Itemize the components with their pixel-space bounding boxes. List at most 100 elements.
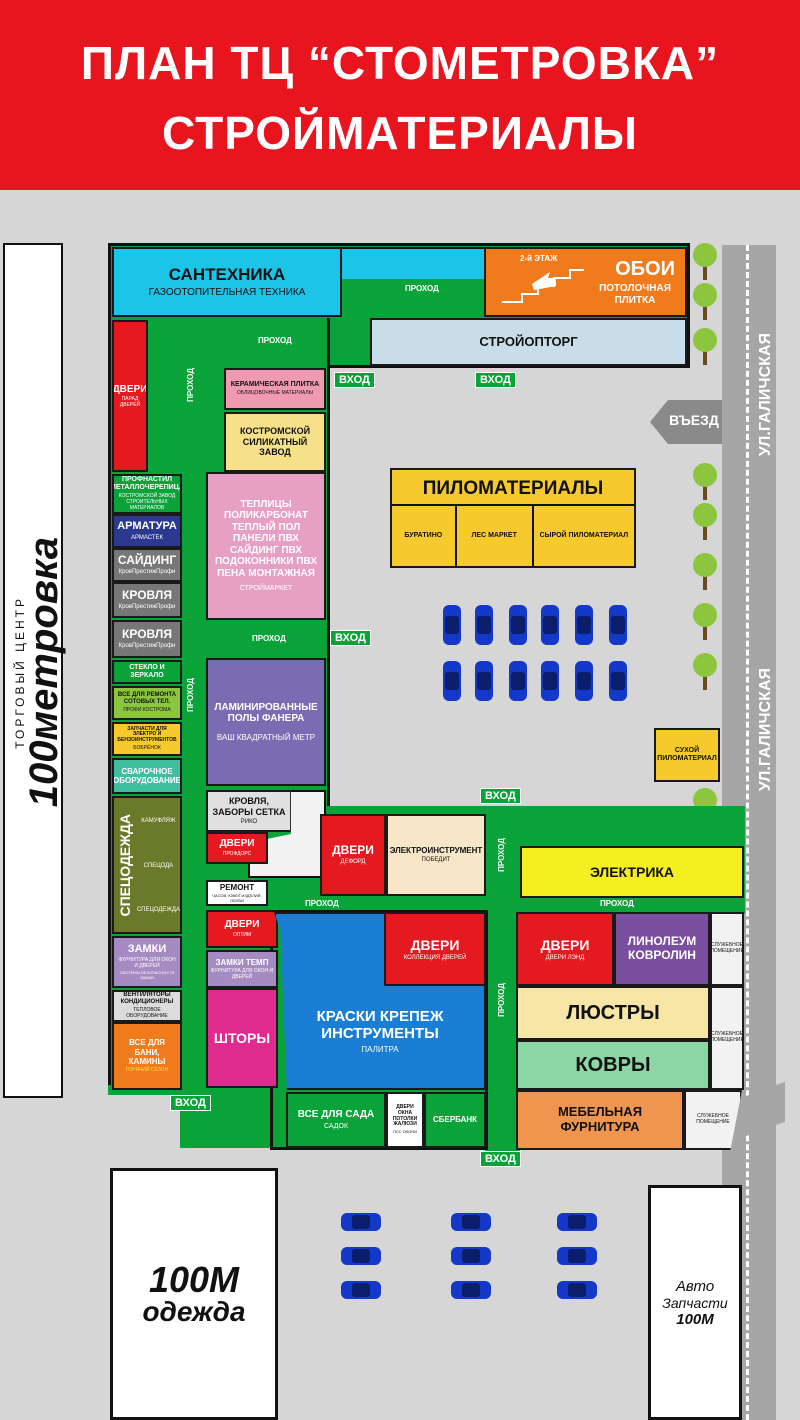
shop-shtory[interactable]: ШТОРЫ <box>206 988 278 1088</box>
street-label-lower: УЛ.ГАЛИЧСКАЯ <box>757 668 774 792</box>
stairs-note: 2-й ЭТАЖ <box>520 254 558 263</box>
avto-l1: Авто <box>675 1277 715 1295</box>
car-icon <box>608 660 628 707</box>
avto-l2: Запчасти <box>662 1294 728 1311</box>
shop-suhoy[interactable]: СУХОЙ ПИЛОМАТЕРИАЛ <box>654 728 720 782</box>
lower-vertical-corridor <box>485 806 520 1151</box>
tree-icon <box>692 550 718 592</box>
shop-teplicy[interactable]: ТЕПЛИЦЫ ПОЛИКАРБОНАТ ТЕПЛЫЙ ПОЛ ПАНЕЛИ П… <box>206 472 326 620</box>
shop-sayding[interactable]: САЙДИНГ КровПрестижПрофи <box>112 548 182 582</box>
shop-dveri-optim[interactable]: ДВЕРИ ОПТИМ <box>206 910 278 948</box>
corridor-label-2: ПРОХОД <box>258 336 292 345</box>
shop-krovlya-2[interactable]: КРОВЛЯ КровПрестижПрофи <box>112 620 182 658</box>
specodezhda-sub-1: КАМУФЛЯЖ <box>141 817 176 824</box>
shop-zamki[interactable]: ЗАМКИ ФУРНИТУРА ДЛЯ ОКОН И ДВЕРЕЙ СИСТЕМ… <box>112 936 182 988</box>
shop-kovry[interactable]: КОВРЫ <box>516 1040 710 1090</box>
car-icon <box>340 1280 382 1305</box>
corridor-label-v1: ПРОХОД <box>186 368 195 402</box>
entrance-6[interactable]: ВХОД <box>480 1151 521 1167</box>
shop-krovlya-zabory[interactable]: КРОВЛЯ, ЗАБОРЫ СЕТКА РИКО <box>206 790 292 832</box>
corridor-label-1: ПРОХОД <box>405 284 439 293</box>
shop-keramika[interactable]: КЕРАМИЧЕСКАЯ ПЛИТКА ОБЛИЦОВОЧНЫЕ МАТЕРИА… <box>224 368 326 410</box>
car-icon <box>540 660 560 707</box>
car-icon <box>442 604 462 651</box>
shop-sotovye[interactable]: ВСЕ ДЛЯ РЕМОНТА СОТОВЫХ ТЕЛ. ПРОФИ КОСТР… <box>112 686 182 720</box>
tree-icon <box>692 500 718 542</box>
street-label-upper: УЛ.ГАЛИЧСКАЯ <box>757 333 774 457</box>
shop-pilomaterialy[interactable]: ПИЛОМАТЕРИАЛЫ БУРАТИНО ЛЕС МАРКЕТ СЫРОЙ … <box>390 468 636 568</box>
car-icon <box>508 660 528 707</box>
entrance-2[interactable]: ВХОД <box>475 372 516 388</box>
shop-sad[interactable]: ВСЕ ДЛЯ САДА САДОК <box>286 1092 386 1148</box>
shop-dveri-profdors[interactable]: ДВЕРИ ПРОФДОРС <box>206 832 268 864</box>
building-odezhda[interactable]: 100М одежда <box>110 1168 278 1420</box>
avto-l3: 100М <box>676 1310 714 1328</box>
shop-linoleum[interactable]: ЛИНОЛЕУМ КОВРОЛИН <box>614 912 710 986</box>
shop-stroyoptorg[interactable]: СТРОЙОПТОРГ <box>370 318 687 366</box>
shop-laminat[interactable]: ЛАМИНИРОВАННЫЕ ПОЛЫ ФАНЕРА ВАШ КВАДРАТНЫ… <box>206 658 326 786</box>
entrance-1[interactable]: ВХОД <box>334 372 375 388</box>
entrance-5[interactable]: ВХОД <box>170 1095 211 1111</box>
sign-logo: 100метровка <box>21 537 66 808</box>
car-icon <box>508 604 528 651</box>
stairs-icon: 2-й ЭТАЖ <box>492 254 592 310</box>
tree-icon <box>692 280 718 322</box>
shop-profnastil[interactable]: ПРОФНАСТИЛ МЕТАЛЛОЧЕРЕПИЦА КОСТРОМСКОЙ З… <box>112 474 182 514</box>
shop-armatura[interactable]: АРМАТУРА АРМАСТЕК <box>112 514 182 548</box>
shop-elektrika[interactable]: ЭЛЕКТРИКА <box>520 846 744 898</box>
shop-krovlya-1[interactable]: КРОВЛЯ КровПрестижПрофи <box>112 582 182 618</box>
corridor-label-v3: ПРОХОД <box>497 838 506 872</box>
shop-specodezhda[interactable]: СПЕЦОДЕЖДА КАМУФЛЯЖ СПЕЦОДА СПЕЦОДЕЖДА <box>112 796 182 934</box>
shop-zapchasti[interactable]: ЗАПЧАСТИ ДЛЯ ЭЛЕКТРО И БЕНЗОИНСТРУМЕНТОВ… <box>112 722 182 756</box>
road-marking <box>746 245 749 1420</box>
car-icon <box>474 604 494 651</box>
car-icon <box>556 1212 598 1237</box>
odezhda-label: одежда <box>142 1296 246 1327</box>
shop-dveri-okna[interactable]: ДВЕРИ ОКНА ПОТОЛКИ ЖАЛЮЗИ ПСС ОКОНИ <box>386 1092 424 1148</box>
car-icon <box>608 604 628 651</box>
service-room-2: СЛУЖЕБНОЕ ПОМЕЩЕНИЕ <box>710 986 744 1090</box>
entrance-3[interactable]: ВХОД <box>330 630 371 646</box>
shop-svarka[interactable]: СВАРОЧНОЕ ОБОРУДОВАНИЕ <box>112 758 182 794</box>
shop-dveri-parad[interactable]: ДВЕРИ ПАРАД ДВЕРЕЙ <box>112 320 148 472</box>
shop-dveri-lend[interactable]: ДВЕРИ ДВЕРИ ЛЭНД <box>516 912 614 986</box>
corridor-label-4: ПРОХОД <box>305 899 339 908</box>
shop-oboi[interactable]: ОБОИ ПОТОЛОЧНАЯ ПЛИТКА <box>484 247 687 317</box>
car-icon <box>450 1246 492 1271</box>
car-icon <box>574 604 594 651</box>
car-icon <box>474 660 494 707</box>
shop-dveri-deford[interactable]: ДВЕРИ ДЕФОРД <box>320 814 386 896</box>
tree-icon <box>692 325 718 367</box>
shop-dveri-kollekciya[interactable]: ДВЕРИ КОЛЛЕКЦИЯ ДВЕРЕЙ <box>384 912 486 986</box>
car-icon <box>442 660 462 707</box>
bottom-corridor <box>108 1085 288 1095</box>
tree-icon <box>692 600 718 642</box>
shop-remont[interactable]: РЕМОНТ ЧАСОВ, ЮВЕЛ ИЗДЕЛИЙ, ОБУВИ <box>206 880 268 906</box>
santehnika-strip <box>342 247 484 279</box>
sub-les-market: ЛЕС МАРКЕТ <box>457 505 534 566</box>
plan-subtitle: СТРОЙМАТЕРИАЛЫ <box>162 107 638 159</box>
shop-ventilyatory[interactable]: ВЕНТИЛЯТОРЫ КОНДИЦИОНЕРЫ ТЕПЛОВОЕ ОБОРУД… <box>112 990 182 1022</box>
entrance-4[interactable]: ВХОД <box>480 788 521 804</box>
shop-steklo[interactable]: СТЕКЛО И ЗЕРКАЛО <box>112 660 182 684</box>
building-avto[interactable]: Авто Запчасти 100М <box>648 1185 742 1420</box>
shop-kostroma[interactable]: КОСТРОМСКОЙ СИЛИКАТНЫЙ ЗАВОД <box>224 412 326 472</box>
corridor-label-5: ПРОХОД <box>600 899 634 908</box>
shop-elektroinstrument[interactable]: ЭЛЕКТРОИНСТРУМЕНТ ПОБЕДИТ <box>386 814 486 896</box>
shop-lyustry[interactable]: ЛЮСТРЫ <box>516 986 710 1040</box>
shop-mebel[interactable]: МЕБЕЛЬНАЯ ФУРНИТУРА <box>516 1090 684 1150</box>
car-icon <box>574 660 594 707</box>
sub-buratino: БУРАТИНО <box>392 505 457 566</box>
car-icon <box>340 1246 382 1271</box>
specodezhda-sub-2: СПЕЦОДА <box>143 862 174 869</box>
sub-syroy: СЫРОЙ ПИЛОМАТЕРИАЛ <box>539 531 629 539</box>
shop-banya[interactable]: ВСЕ ДЛЯ БАНИ, КАМИНЫ ГОРЯЧИЙ СЕЗОН <box>112 1022 182 1090</box>
odezhda-logo: 100М <box>148 1259 240 1300</box>
tree-icon <box>692 650 718 692</box>
shop-zamki-temp[interactable]: ЗАМКИ ТЕМП ФУРНИТУРА ДЛЯ ОКОН И ДВЕРЕЙ <box>206 950 278 988</box>
car-icon <box>540 604 560 651</box>
shop-santehnika[interactable]: САНТЕХНИКА ГАЗООТОПИТЕЛЬНАЯ ТЕХНИКА <box>112 247 342 317</box>
mall-sign: ТОРГОВЫЙ ЦЕНТР 100метровка <box>3 243 66 1098</box>
car-icon <box>556 1246 598 1271</box>
shop-sberbank[interactable]: СБЕРБАНК <box>424 1092 486 1148</box>
